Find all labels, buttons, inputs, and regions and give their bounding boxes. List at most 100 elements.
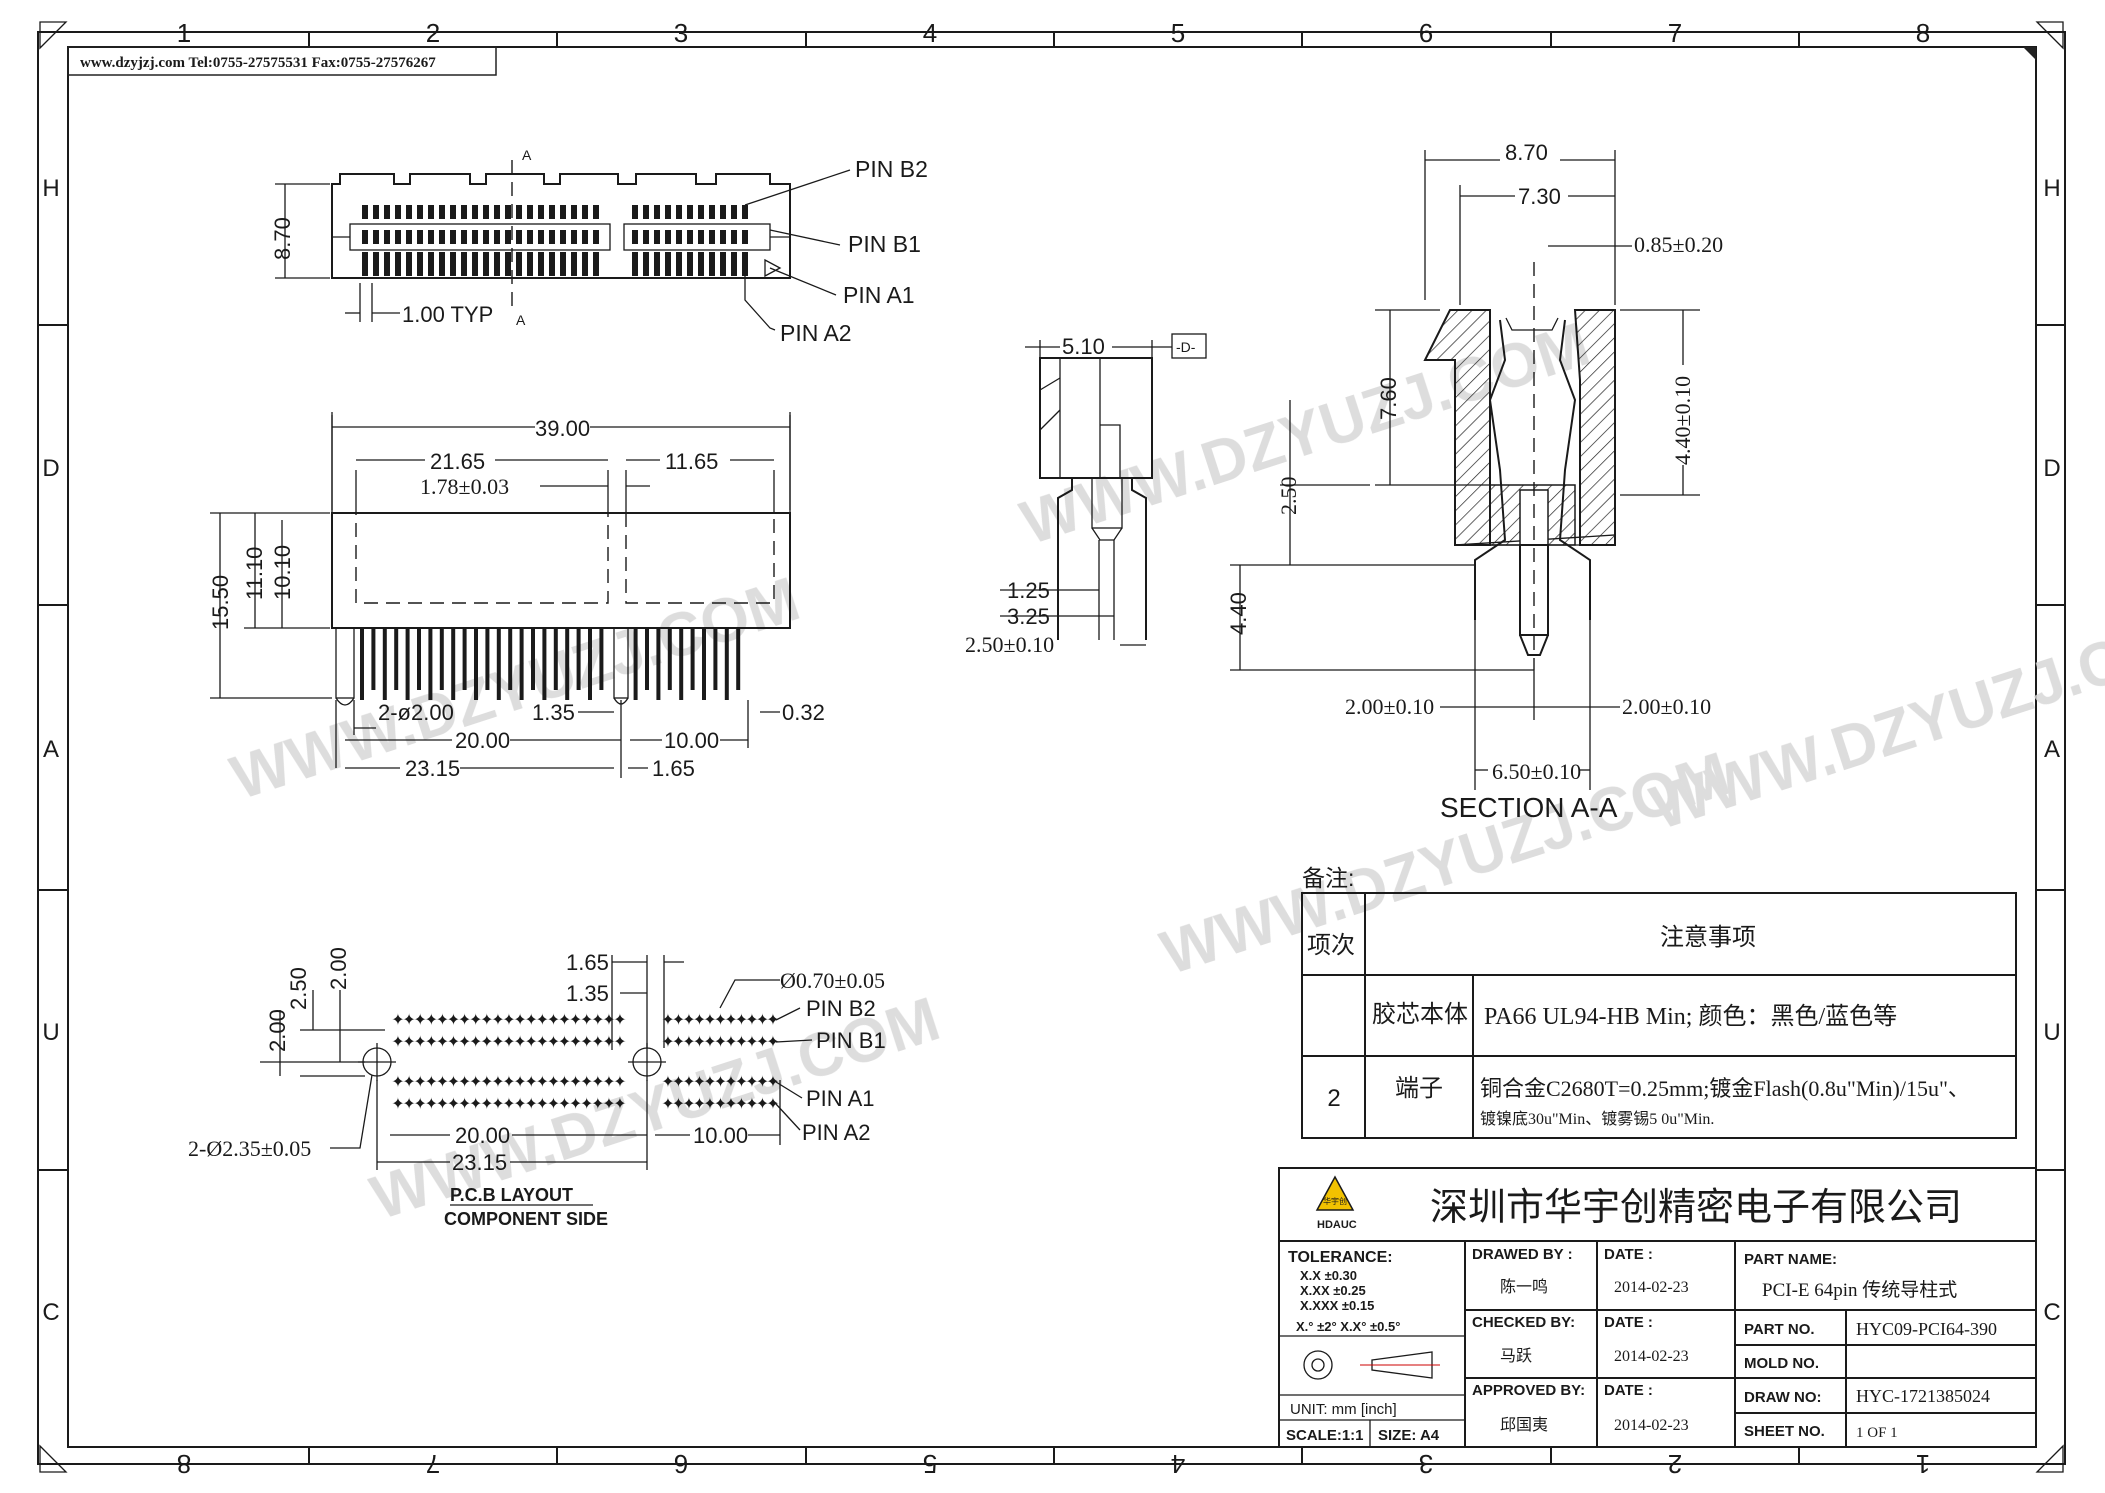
dim-section-440-v: 4.40±0.10 [1670, 376, 1695, 465]
col-number-bottom: 7 [426, 1449, 440, 1479]
pcb-hole-marker: ✦ [613, 1012, 626, 1029]
contact-b-row [439, 230, 445, 244]
pcb-dim-200-b: 2.00 [265, 1009, 290, 1052]
notes-row-text2: 镀镍底30u"Min、镀雾锡5 0u"Min. [1480, 1110, 1714, 1128]
contact-b-row [571, 205, 577, 219]
pcb-hole-marker: ✦ [735, 1034, 748, 1051]
notes-row-text: 铜合金C2680T=0.25mm;镀金Flash(0.8u"Min)/15u"、 [1480, 1076, 1970, 1101]
pcb-hole-marker: ✦ [703, 1012, 716, 1029]
contact-b-row [505, 205, 511, 219]
dim-10: 10.00 [664, 728, 719, 753]
contact-b-row [538, 230, 544, 244]
date-checked: 2014-02-23 [1614, 1348, 1689, 1365]
contact-b-row [428, 230, 434, 244]
tolerance-xx: X.XX ±0.25 [1300, 1283, 1366, 1298]
pcb-hole-marker: ✦ [402, 1096, 415, 1113]
contact-a-row [731, 264, 737, 276]
contact-a-row [643, 264, 649, 276]
dim-section-250: 2.50 [1276, 477, 1301, 516]
company-logo: 华宇创 HDAUC [1315, 1175, 1357, 1231]
solder-pin [474, 628, 478, 700]
solder-pin [439, 628, 444, 690]
contact-a-row [676, 252, 682, 266]
dim-body-height: 11.10 [242, 547, 267, 600]
pcb-hole-marker: ✦ [480, 1012, 493, 1029]
contact-b-row [549, 230, 555, 244]
row-letter-left: C [42, 1299, 59, 1326]
pcb-hole-marker: ✦ [458, 1074, 471, 1091]
dim-section-085: 0.85±0.20 [1634, 232, 1723, 257]
pcb-hole-marker: ✦ [569, 1034, 582, 1051]
notes-table: 备注: 项次 注意事项 胶芯本体 PA66 UL94-HB Min; 颜色：黑色… [1301, 865, 2017, 1139]
pcb-hole-marker: ✦ [613, 1096, 626, 1113]
dim-offset-135: 1.35 [532, 700, 575, 725]
contact-a-row [665, 252, 671, 266]
pcb-dim-hole: Ø0.70±0.05 [780, 968, 885, 993]
dim-2315: 23.15 [405, 756, 460, 781]
contact-b-row [643, 205, 649, 219]
contact-a-row [395, 264, 401, 276]
pcb-hole-marker: ✦ [391, 1096, 404, 1113]
pcb-pin-a2: PIN A2 [802, 1120, 870, 1145]
row-letter-left: A [43, 736, 59, 763]
contact-b-row [406, 230, 412, 244]
pcb-hole-marker: ✦ [447, 1074, 460, 1091]
pcb-hole-marker: ✦ [547, 1096, 560, 1113]
contact-b-row [593, 230, 599, 244]
pcb-hole-marker: ✦ [602, 1074, 615, 1091]
col-number-bottom: 3 [1419, 1449, 1433, 1479]
pcb-hole-marker: ✦ [413, 1034, 426, 1051]
contact-a-row [571, 264, 577, 276]
pcb-dim-20: 20.00 [455, 1123, 510, 1148]
title-block: 华宇创 HDAUC 深圳市华宇创精密电子有限公司 TOLERANCE: X.X … [1278, 1167, 2037, 1448]
pcb-hole-marker: ✦ [402, 1074, 415, 1091]
solder-pin [542, 628, 547, 700]
contact-a-row [472, 264, 478, 276]
contact-a-row [439, 252, 445, 266]
solder-pin [428, 628, 433, 700]
col-number-top: 3 [674, 18, 688, 48]
pin-a2-label: PIN A2 [780, 320, 852, 346]
dim-left-slot: 21.65 [430, 449, 485, 474]
contact-b-row [720, 205, 726, 219]
contact-b-row [538, 205, 544, 219]
pcb-hole-marker: ✦ [458, 1012, 471, 1029]
svg-text:HDAUC: HDAUC [1317, 1219, 1357, 1231]
contact-b-row [731, 205, 737, 219]
pcb-hole-marker: ✦ [591, 1074, 604, 1091]
contact-b-row [362, 205, 368, 219]
solder-pin [565, 628, 570, 700]
pcb-hole-marker: ✦ [458, 1034, 471, 1051]
part-no: HYC09-PCI64-390 [1856, 1319, 1997, 1339]
notes-row-name: 胶芯本体 [1372, 1001, 1468, 1028]
contact-a-row [538, 252, 544, 266]
contact-a-row [439, 264, 445, 276]
contact-a-row [709, 264, 715, 276]
contact-a-row [720, 264, 726, 276]
pcb-hole-marker: ✦ [558, 1012, 571, 1029]
contact-a-row [676, 264, 682, 276]
contact-b-row [527, 205, 533, 219]
pcb-hole-marker: ✦ [756, 1034, 769, 1051]
pcb-hole-marker: ✦ [436, 1012, 449, 1029]
contact-b-row [395, 205, 401, 219]
contact-a-row [731, 252, 737, 266]
part-name: PCI-E 64pin 传统导柱式 [1762, 1279, 1957, 1301]
contact-b-row [461, 205, 467, 219]
pin-b2-label: PIN B2 [855, 156, 928, 182]
contact-a-row [571, 252, 577, 266]
pcb-hole-marker: ✦ [524, 1012, 537, 1029]
solder-pin [588, 628, 592, 700]
contact-b-row [505, 230, 511, 244]
datum-d: -D- [1176, 339, 1196, 355]
solder-pin [417, 628, 421, 690]
pcb-hole-marker: ✦ [491, 1034, 504, 1051]
notes-heading: 备注: [1302, 865, 1354, 891]
pcb-hole-marker: ✦ [745, 1012, 758, 1029]
contact-a-row [494, 264, 500, 276]
pcb-pin-b2: PIN B2 [806, 996, 876, 1021]
draw-no-label: DRAW NO: [1744, 1389, 1822, 1406]
row-letter-right: U [2043, 1019, 2060, 1046]
notes-col-notes: 注意事项 [1660, 924, 1756, 951]
